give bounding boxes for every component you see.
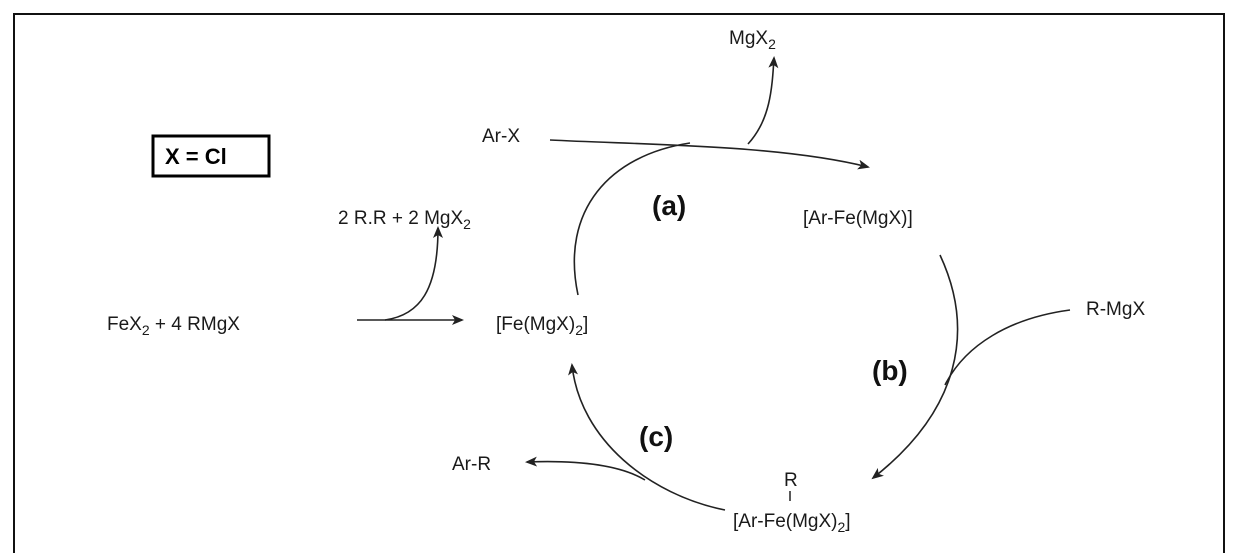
cycle-arc-c [568,363,726,511]
ar-r-product: Ar-R [452,454,491,475]
fe-mgx2-species: [Fe(MgX)2] [496,314,588,338]
r-mgx-reagent: R-MgX [1086,299,1145,320]
byproducts-label: 2 R.R + 2 MgX2 [338,208,471,232]
r-mgx-entry-arrow [944,309,1071,386]
step-c-label: (c) [639,421,673,452]
byproduct-arrow [384,226,443,321]
start-reagents: FeX2 + 4 RMgX [107,314,240,338]
mgx2-release-arrow [747,56,779,145]
ar-fe-mgx-species: [Ar-Fe(MgX)] [803,208,913,229]
ar-fe-mgx2-species: [Ar-Fe(MgX)2] [733,511,851,535]
ar-x-reagent: Ar-X [482,126,520,147]
step-b-label: (b) [872,355,908,386]
definition-box [151,134,271,178]
ar-r-release-arrow [525,456,646,481]
cycle-arc-b [871,254,959,480]
cycle-arc-a-left [573,142,691,296]
definition-text: X = Cl [165,144,227,169]
ar-x-addition-arrow [549,139,870,170]
mgx2-product: MgX2 [729,28,776,52]
step-a-label: (a) [652,190,686,221]
diagram-frame [13,13,1225,553]
ar-fe-r-substituent: R [784,470,798,491]
